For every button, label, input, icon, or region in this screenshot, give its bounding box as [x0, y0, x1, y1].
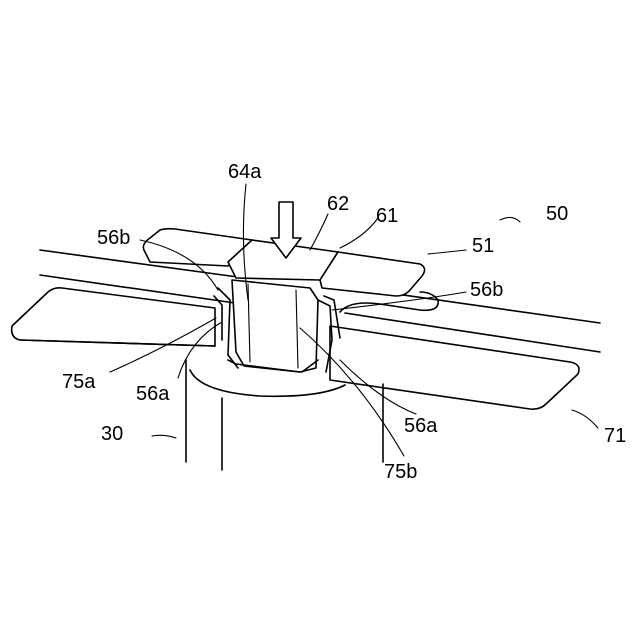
label-75a: 75a	[62, 371, 96, 393]
label-56a-right: 56a	[404, 415, 438, 437]
label-75b: 75b	[384, 461, 417, 483]
label-30: 30	[101, 423, 123, 445]
label-50: 50	[546, 203, 568, 225]
label-62: 62	[327, 193, 349, 215]
label-56b-right: 56b	[470, 279, 503, 301]
label-61: 61	[376, 205, 398, 227]
label-64a: 64a	[228, 161, 262, 183]
label-56a-left: 56a	[136, 383, 170, 405]
label-71: 71	[604, 425, 626, 447]
label-51: 51	[472, 235, 494, 257]
label-56b-left: 56b	[97, 227, 130, 249]
